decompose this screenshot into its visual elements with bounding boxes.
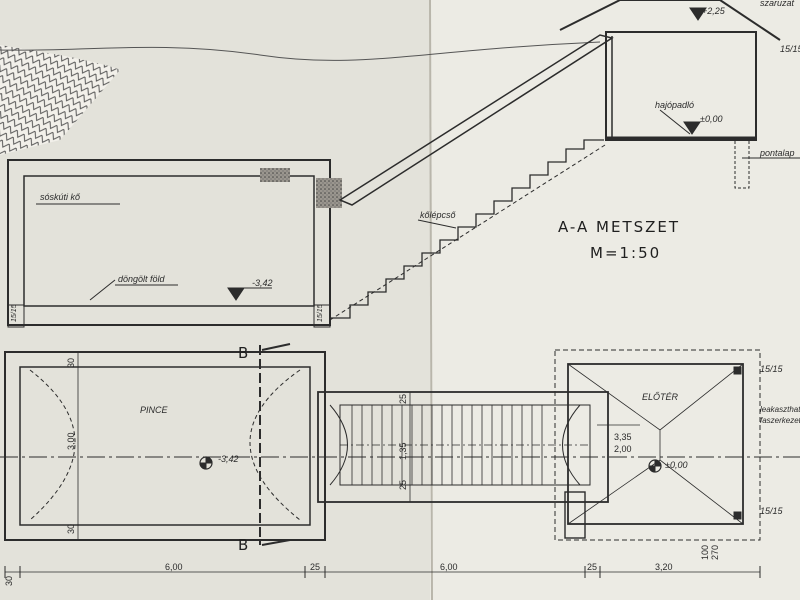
label-pontalap: pontalap [759, 148, 795, 158]
level-marker-zero [683, 121, 701, 135]
roof-hip-lines [567, 363, 744, 525]
dim-stair-top: 25 [398, 394, 408, 404]
dongolt-leader [89, 279, 116, 301]
label-eloter: ELŐTÉR [642, 392, 679, 402]
dim-chain-ticks [4, 566, 761, 578]
roof [559, 0, 781, 41]
section-view [0, 0, 800, 328]
section-b-label-top: B [238, 344, 250, 362]
pontalap-footing [734, 139, 750, 189]
post-top-right [733, 366, 742, 375]
label-hajopadlo: hajópadló [655, 100, 694, 110]
wall-concrete-right [316, 178, 342, 208]
level-circle-pince-fill [199, 456, 213, 470]
label-note-2: faszerkezet [760, 416, 800, 425]
dim-wall-top: 30 [66, 358, 76, 368]
label-eloter-level: ±0,00 [665, 460, 687, 470]
stair-lower-line [329, 144, 606, 321]
footing-left [7, 304, 25, 328]
label-post-top: 15/15 [760, 364, 784, 374]
drawing-scale: M=1:50 [590, 244, 661, 262]
label-szaruzat: szaruzat [760, 0, 795, 8]
label-level-cellar: -3,42 [252, 278, 273, 288]
dim-run-25a: 25 [310, 562, 320, 572]
plan-cellar-inner [19, 366, 311, 526]
dim-bottom-100: 100 [700, 545, 710, 560]
dim-eloter-2: 2,00 [614, 444, 632, 454]
label-dongolt: döngölt föld [118, 274, 166, 284]
label-soskuti: sóskúti kő [40, 192, 81, 202]
plan-cellar-outer [4, 351, 326, 541]
vault-arc-right [249, 369, 301, 521]
section-b-label-bottom: B [238, 536, 250, 554]
level-marker-cellar [227, 287, 245, 301]
label-post-left: 15/15 [11, 304, 18, 322]
dim-run-600a: 6,00 [165, 562, 183, 572]
level-circle-eloter-fill [648, 459, 662, 473]
hajopadlo-leader [659, 109, 691, 135]
plan-eloter-outer [554, 349, 761, 541]
label-pince: PINCE [140, 405, 169, 415]
ground-line [0, 41, 601, 61]
dim-stair-bottom: 25 [398, 480, 408, 490]
dim-bottom-270: 270 [710, 545, 720, 560]
cellar-outer-wall [7, 159, 331, 326]
label-size-right: 15/15 [780, 44, 800, 54]
section-b-arrow-bottom [261, 539, 291, 546]
label-level-top: +2,25 [702, 6, 726, 16]
label-note-1: leakasztható [760, 405, 800, 414]
entry-side-wall [564, 491, 586, 539]
dim-run-left: 30 [4, 576, 14, 586]
dim-stair-width: 1,35 [398, 442, 408, 460]
section-b-arrow-top [261, 343, 291, 351]
post-bottom-right [733, 511, 742, 520]
stair-steps [330, 139, 604, 319]
level-marker-top [689, 7, 707, 21]
label-level-zero: ±0,00 [700, 114, 722, 124]
dim-run-320: 3,20 [655, 562, 673, 572]
dim-eloter-1: 3,35 [614, 432, 632, 442]
cellar-inner-wall [23, 175, 315, 307]
drawing-title: A-A METSZET [558, 218, 680, 236]
label-pince-level: -3,42 [218, 454, 239, 464]
wall-concrete-top [260, 168, 290, 182]
plan-eloter-inner [567, 363, 744, 525]
dim-run-600b: 6,00 [440, 562, 458, 572]
plan-stair-outer [317, 391, 609, 503]
paper-fold-line [429, 0, 433, 600]
label-post-bottom: 15/15 [760, 506, 784, 516]
dim-run-25b: 25 [587, 562, 597, 572]
soil-hatch [0, 45, 120, 155]
dim-pince-width: 3,00 [66, 432, 76, 450]
label-post-right: 15/15 [317, 304, 324, 322]
stair-arc-right [562, 404, 581, 486]
label-kolepcso: kőlépcső [420, 210, 457, 220]
plan-view [0, 343, 800, 578]
dim-wall-bottom: 30 [66, 524, 76, 534]
footing-right [313, 304, 331, 328]
kolepcso-leader [417, 219, 457, 229]
entry-room [605, 31, 757, 141]
